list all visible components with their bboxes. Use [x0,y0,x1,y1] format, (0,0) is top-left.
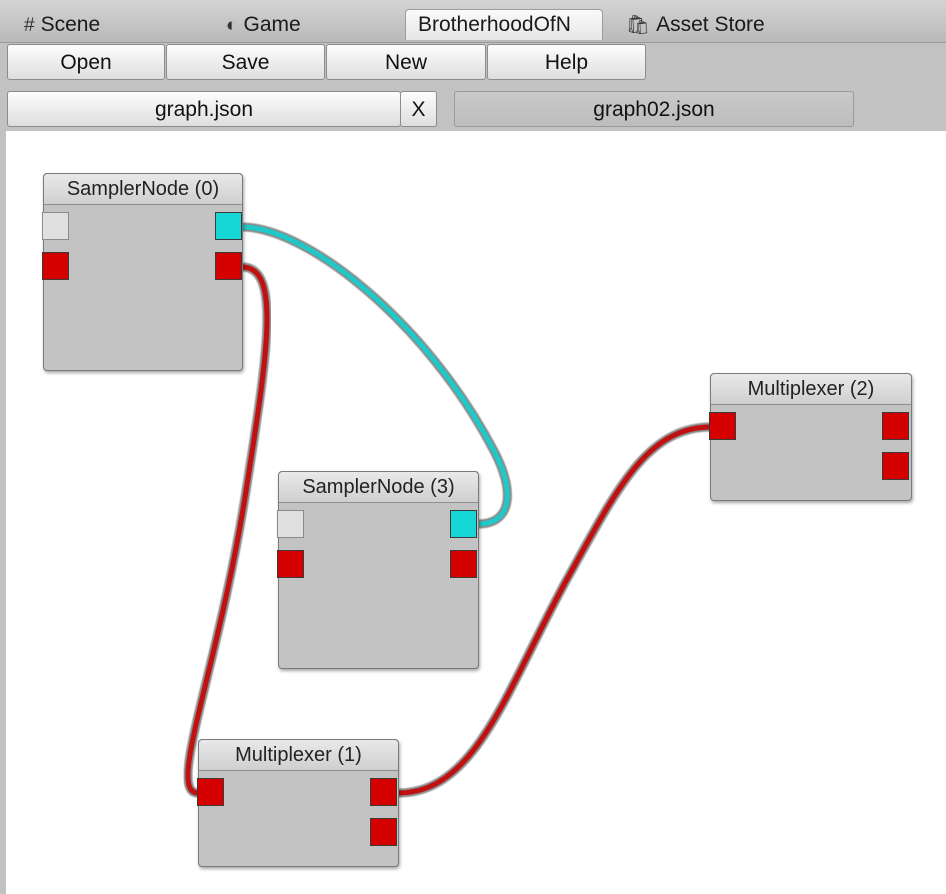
tab-game[interactable]: ◐Game [226,10,301,40]
connection-wires [183,222,716,798]
node-title: Multiplexer (2) [711,374,911,405]
shopping-bag-icon: 🛍 [626,15,651,36]
output-port[interactable] [370,818,397,846]
sampler-node-0[interactable]: SamplerNode (0) [42,173,243,371]
node-title: SamplerNode (0) [44,174,242,205]
output-port[interactable] [215,212,242,240]
output-port[interactable] [450,510,477,538]
file-tab-graph[interactable]: graph.json [7,91,401,127]
help-button[interactable]: Help [487,44,646,80]
input-port[interactable] [42,212,69,240]
input-port[interactable] [709,412,736,440]
output-port[interactable] [882,412,909,440]
output-port[interactable] [370,778,397,806]
wire-red-mux1-to-mux2 [393,422,716,798]
tab-scene-label: Scene [40,13,101,36]
wire-cyan-sampler0-to-sampler3 [237,222,512,529]
multiplexer-node-1[interactable]: Multiplexer (1) [197,739,399,867]
output-port[interactable] [215,252,242,280]
editor-tab-bar: #Scene ◐Game BrotherhoodOfN 🛍Asset Store [0,0,946,43]
tab-asset-store[interactable]: 🛍Asset Store [626,10,765,40]
multiplexer-node-2[interactable]: Multiplexer (2) [709,373,912,501]
tab-scene[interactable]: #Scene [24,10,100,40]
tab-asset-store-label: Asset Store [656,13,765,36]
open-button[interactable]: Open [7,44,165,80]
input-port[interactable] [197,778,224,806]
output-port[interactable] [882,452,909,480]
input-port[interactable] [277,510,304,538]
save-button[interactable]: Save [166,44,325,80]
new-button[interactable]: New [326,44,486,80]
file-tab-graph02[interactable]: graph02.json [454,91,854,127]
close-file-button[interactable]: X [400,91,437,127]
input-port[interactable] [42,252,69,280]
graph-canvas[interactable]: SamplerNode (0) SamplerNode (3) Multiple… [6,131,946,894]
wire-red-sampler0-to-mux1 [183,262,272,798]
tab-game-label: Game [243,13,301,36]
node-title: SamplerNode (3) [279,472,478,503]
sampler-node-3[interactable]: SamplerNode (3) [277,471,479,669]
pacman-icon: ◐ [226,15,238,36]
node-title: Multiplexer (1) [199,740,398,771]
grid-icon: # [24,15,35,36]
input-port[interactable] [277,550,304,578]
output-port[interactable] [450,550,477,578]
tab-brotherhood-label: BrotherhoodOfN [418,13,571,36]
tab-brotherhood[interactable]: BrotherhoodOfN [405,9,603,40]
